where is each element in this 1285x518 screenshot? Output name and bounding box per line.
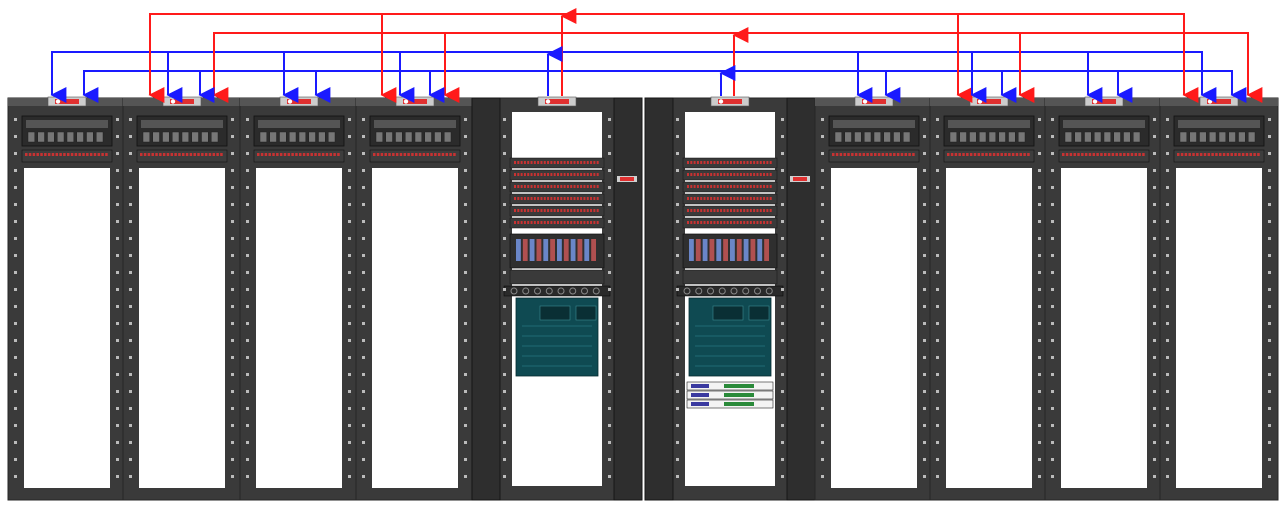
controller-enclosure	[828, 115, 920, 147]
port-strip	[1058, 149, 1150, 163]
vendor-badge	[969, 96, 1009, 107]
storage-cabinet-8	[1159, 96, 1279, 501]
vendor-badge	[1199, 96, 1239, 107]
controller-enclosure	[136, 115, 228, 147]
vendor-badge	[710, 96, 750, 107]
pdu-units	[686, 381, 774, 409]
vendor-badge	[279, 96, 319, 107]
port-strip	[1173, 149, 1265, 163]
red-trunk-1	[149, 13, 1185, 93]
blue-trunk-1	[51, 51, 1203, 93]
port-strip	[136, 149, 228, 163]
side-vendor-badge	[617, 176, 637, 182]
controller-enclosure	[1058, 115, 1150, 147]
controller-enclosure	[369, 115, 461, 147]
controller-enclosure	[253, 115, 345, 147]
storage-cabinet-6	[929, 96, 1049, 501]
controller-enclosure	[21, 115, 113, 147]
side-vendor-badge	[790, 176, 810, 182]
vendor-badge	[854, 96, 894, 107]
vendor-badge	[1084, 96, 1124, 107]
storage-cabinet-7	[1044, 96, 1164, 501]
network-cabinet-a	[471, 96, 643, 501]
storage-cabinet-5	[814, 96, 934, 501]
storage-cabinet-1	[7, 96, 127, 501]
controller-enclosure	[1173, 115, 1265, 147]
storage-cabinet-4	[355, 96, 475, 501]
disk-enclosure	[682, 233, 778, 269]
cable-manager	[676, 285, 784, 297]
disk-enclosure	[509, 233, 605, 269]
red-trunk-2	[213, 32, 1249, 93]
links-layer	[50, 8, 1263, 103]
port-strip	[21, 149, 113, 163]
network-cabinet-b	[644, 96, 816, 501]
storage-cabinet-3	[239, 96, 359, 501]
port-strip	[828, 149, 920, 163]
power-distribution-panel	[515, 297, 599, 377]
vendor-badge	[537, 96, 577, 107]
power-distribution-panel	[688, 297, 772, 377]
port-strip	[369, 149, 461, 163]
vendor-badge	[395, 96, 435, 107]
controller-enclosure	[943, 115, 1035, 147]
port-strip	[253, 149, 345, 163]
switch-stack	[682, 157, 778, 229]
cabinets-layer	[7, 96, 1279, 501]
vendor-badge	[162, 96, 202, 107]
switch-stack	[509, 157, 605, 229]
cable-manager	[503, 285, 611, 297]
storage-cabinet-2	[122, 96, 242, 501]
blue-trunk-2	[83, 70, 1233, 93]
port-strip	[943, 149, 1035, 163]
vendor-badge	[47, 96, 87, 107]
